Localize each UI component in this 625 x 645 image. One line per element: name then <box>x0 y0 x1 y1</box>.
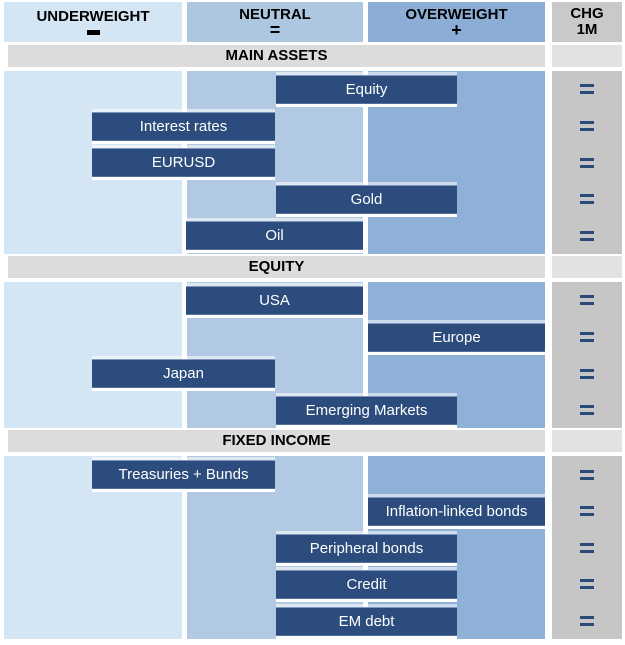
section-chg-cell <box>552 45 622 67</box>
chg-equals-icon <box>580 469 594 480</box>
chg-band <box>552 282 622 429</box>
chg-equals-icon <box>580 368 594 379</box>
column-header-neutral: NEUTRAL = <box>187 2 363 42</box>
column-header-underweight: UNDERWEIGHT <box>4 2 182 42</box>
chg-equals-icon <box>580 230 594 241</box>
chg-equals-icon <box>580 405 594 416</box>
chg-equals-icon <box>580 331 594 342</box>
chg-equals-icon <box>580 616 594 627</box>
asset-bar: EURUSD <box>92 148 275 178</box>
asset-bar: USA <box>186 286 363 315</box>
chg-equals-icon <box>580 194 594 205</box>
column-header-overweight-label: OVERWEIGHT <box>405 5 508 23</box>
column-header-chg-period: 1M <box>576 21 598 38</box>
chg-equals-icon <box>580 542 594 553</box>
equals-icon: = <box>269 19 281 40</box>
chg-equals-icon <box>580 120 594 131</box>
section-title: EQUITY <box>8 256 545 278</box>
asset-bar: Inflation-linked bonds <box>368 496 545 526</box>
asset-bar: Peripheral bonds <box>276 533 457 563</box>
asset-bar: Gold <box>276 184 457 214</box>
chg-equals-icon <box>580 84 594 95</box>
chg-equals-icon <box>580 157 594 168</box>
chg-equals-icon <box>580 579 594 590</box>
plus-icon: + <box>451 19 462 40</box>
column-header-chg-1m: CHG 1M <box>552 2 622 42</box>
asset-bar: Treasuries + Bunds <box>92 460 275 490</box>
column-header-underweight-label: UNDERWEIGHT <box>36 8 150 25</box>
section-title: MAIN ASSETS <box>8 45 545 67</box>
asset-bar: EM debt <box>276 606 457 636</box>
chg-band <box>552 71 622 254</box>
asset-bar: Emerging Markets <box>276 395 457 425</box>
section-chg-cell <box>552 256 622 278</box>
column-header-overweight: OVERWEIGHT + <box>368 2 545 42</box>
section-title: FIXED INCOME <box>8 430 545 453</box>
column-header-chg-label: CHG <box>570 5 604 22</box>
asset-bar: Credit <box>276 570 457 600</box>
minus-icon <box>86 30 100 35</box>
asset-bar: Europe <box>368 322 545 352</box>
asset-bar: Interest rates <box>92 111 275 141</box>
column-header-neutral-label: NEUTRAL <box>239 5 311 23</box>
asset-bar: Equity <box>276 75 457 104</box>
chg-equals-icon <box>580 506 594 517</box>
underweight-band <box>4 282 182 429</box>
asset-bar: Japan <box>92 359 275 389</box>
chg-equals-icon <box>580 295 594 306</box>
asset-bar: Oil <box>186 221 363 251</box>
section-chg-cell <box>552 430 622 453</box>
chg-band <box>552 456 622 640</box>
